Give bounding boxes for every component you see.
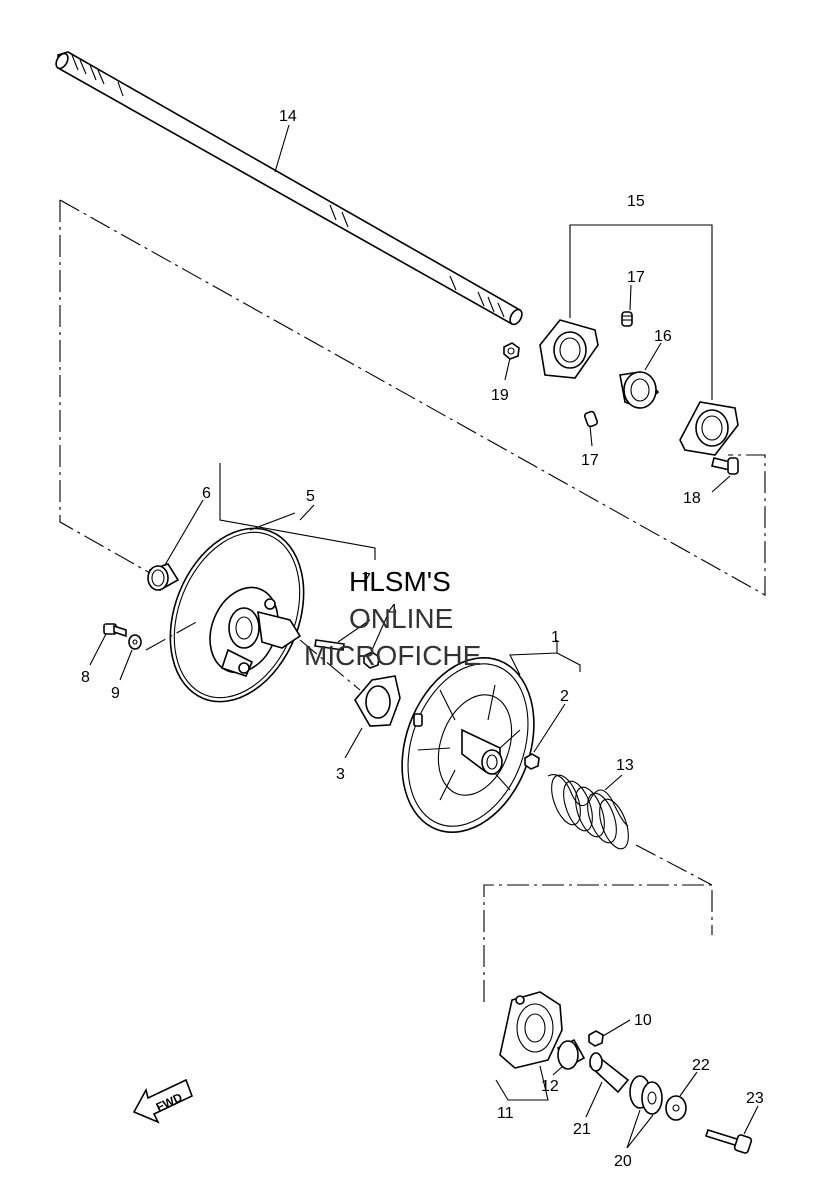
- bolt-part-8: [103, 623, 127, 638]
- callout-17-bottom: 17: [581, 452, 599, 469]
- movable-sheave-part-1: [401, 657, 535, 833]
- bearing-part-16: [619, 371, 660, 409]
- callout-22: 22: [692, 1057, 710, 1074]
- fwd-arrow-icon: FWD: [132, 1078, 194, 1124]
- bolt-part-23: [704, 1129, 753, 1154]
- bearing-housing-left: [539, 319, 599, 379]
- watermark-line2: ONLINE: [349, 603, 453, 634]
- callout-labels: 14 15 17 16 19 17 18 6 5 7 4 8 9 1 2 3 1…: [81, 108, 764, 1170]
- watermark-line3: MICROFICHE: [304, 640, 481, 671]
- callout-11: 11: [497, 1105, 514, 1122]
- bolt-part-18: [711, 457, 739, 475]
- callout-18: 18: [683, 490, 701, 507]
- nut-part-10: [588, 1030, 604, 1047]
- axis-line-left: [145, 619, 361, 691]
- callout-4: 4: [388, 602, 397, 619]
- callout-5: 5: [306, 488, 315, 505]
- watermark-line1: HLSM'S: [349, 566, 451, 597]
- bracket-15: [569, 224, 713, 400]
- spring-part-13: [547, 774, 629, 850]
- collar-part-21: [588, 1052, 630, 1094]
- nut-part-4: [363, 651, 380, 669]
- callout-12: 12: [541, 1078, 559, 1095]
- callout-9: 9: [111, 685, 120, 702]
- sleeve-part-6: [147, 563, 180, 592]
- pin-part-7: [314, 639, 345, 651]
- callout-20: 20: [614, 1153, 632, 1170]
- shaft-part-14: [55, 51, 523, 326]
- nut-part-2: [524, 753, 540, 770]
- callout-13: 13: [616, 757, 634, 774]
- callout-14: 14: [279, 108, 297, 125]
- watermark: HLSM'S ONLINE MICROFICHE: [304, 566, 481, 671]
- rollers-part-20: [629, 1075, 663, 1115]
- callout-10: 10: [634, 1012, 652, 1029]
- washer-part-9: [128, 634, 142, 650]
- fixed-sheave-part-5: [169, 527, 305, 703]
- callout-6: 6: [202, 485, 211, 502]
- callout-19: 19: [491, 387, 509, 404]
- set-screw-bottom: [583, 410, 599, 428]
- callout-2: 2: [560, 688, 569, 705]
- callout-15: 15: [627, 193, 645, 210]
- washer-part-22: [665, 1095, 687, 1121]
- cam-part-11: [499, 991, 563, 1069]
- callout-1: 1: [551, 629, 560, 646]
- set-screw-top: [621, 311, 633, 327]
- callout-16: 16: [654, 328, 672, 345]
- leader-lines: [89, 124, 759, 1149]
- callout-8: 8: [81, 669, 90, 686]
- nut-part-19: [503, 342, 520, 360]
- bearing-housing-right: [679, 401, 739, 456]
- callout-3: 3: [336, 766, 345, 783]
- assembly-boundary-lower: [483, 844, 713, 1002]
- assembly-boundary-upper: [59, 199, 766, 596]
- callout-21: 21: [573, 1121, 591, 1138]
- callout-7: 7: [362, 571, 371, 588]
- callout-23: 23: [746, 1090, 764, 1107]
- bushing-part-12: [556, 1038, 586, 1070]
- gasket-part-3: [354, 675, 401, 727]
- callout-17-top: 17: [627, 269, 645, 286]
